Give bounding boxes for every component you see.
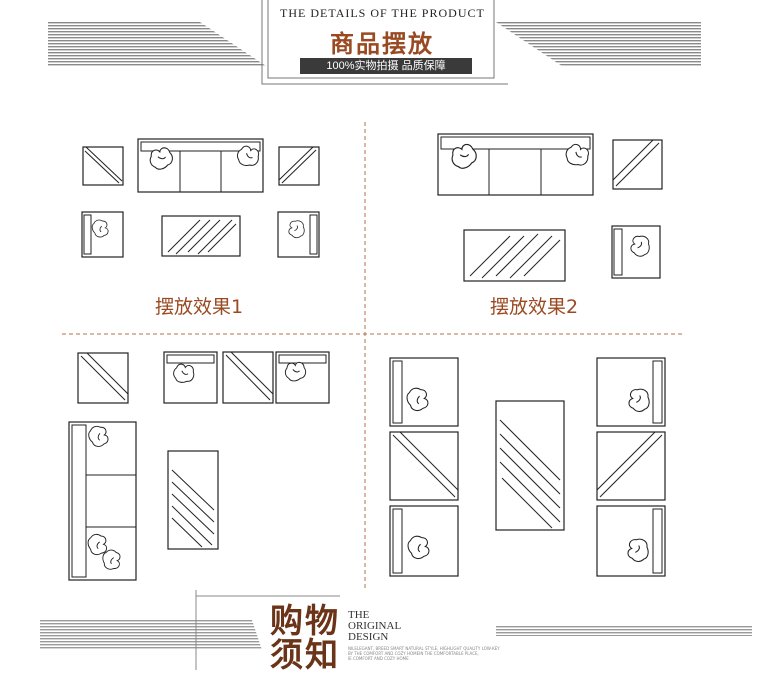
layout3-side-table-middle <box>222 351 274 404</box>
layout2-armchair <box>611 225 661 279</box>
header-stripe-left <box>48 22 266 66</box>
layout4-side-table-left <box>389 431 459 501</box>
layout1-side-table-right <box>278 146 320 186</box>
layout3-side-table-left <box>77 352 129 404</box>
layout2-caption: 摆放效果2 <box>490 296 579 318</box>
layout1-coffee-table <box>161 215 241 257</box>
layout3-armchair-left <box>163 351 218 404</box>
layout1-sofa <box>137 138 264 193</box>
layout2-sofa <box>437 133 594 196</box>
footer-stripes <box>40 590 752 670</box>
layout3-sofa <box>68 421 137 581</box>
footer-title-en-line1: THE <box>348 609 370 621</box>
layout4-side-table-right <box>596 431 666 501</box>
header-subtitle-bar: 100%实物拍摄 品质保障 <box>300 58 472 74</box>
footer-title-cn: 购物 须知 <box>270 604 340 672</box>
layout3-armchair-right <box>275 351 330 404</box>
footer-title-en-line2: ORIGINAL <box>348 620 402 632</box>
layout2-coffee-table <box>463 229 566 282</box>
layout1-armchair-left <box>81 211 124 258</box>
layout4-armchair-bottom-left <box>389 505 459 577</box>
footer-title-cn-line2: 须知 <box>270 635 340 674</box>
layout1-caption: 摆放效果1 <box>155 296 244 318</box>
layout4-armchair-bottom-right <box>596 505 666 577</box>
footer-small-line2: BY THE COMFORT AND COZY HOMEIN THE COMFO… <box>348 651 479 656</box>
layout4-armchair-top-left <box>389 357 459 427</box>
layout4-coffee-table <box>495 400 565 531</box>
header-frame <box>261 0 508 85</box>
layout1-side-table-left <box>82 146 124 186</box>
header-title-en: THE DETAILS OF THE PRODUCT <box>280 6 485 20</box>
footer-small-line3: IE COMFORT AND COZY HOME <box>348 656 409 661</box>
header-title-cn: 商品摆放 <box>330 30 434 58</box>
header-stripe-right <box>496 22 701 66</box>
footer-small-text: NILELEGANT, BREED SMART NATURAL STYLE, H… <box>348 646 500 661</box>
layout2-side-table <box>612 139 663 190</box>
footer-title-en: THE ORIGINAL DESIGN <box>348 610 401 643</box>
footer-small-line1: NILELEGANT, BREED SMART NATURAL STYLE, H… <box>348 646 500 651</box>
layout3-coffee-table <box>167 450 219 550</box>
footer-title-cn-line1: 购物 <box>270 601 340 640</box>
footer-title-en-line3: DESIGN <box>348 631 389 643</box>
layout4-armchair-top-right <box>596 357 666 427</box>
layout1-armchair-right <box>277 211 320 258</box>
